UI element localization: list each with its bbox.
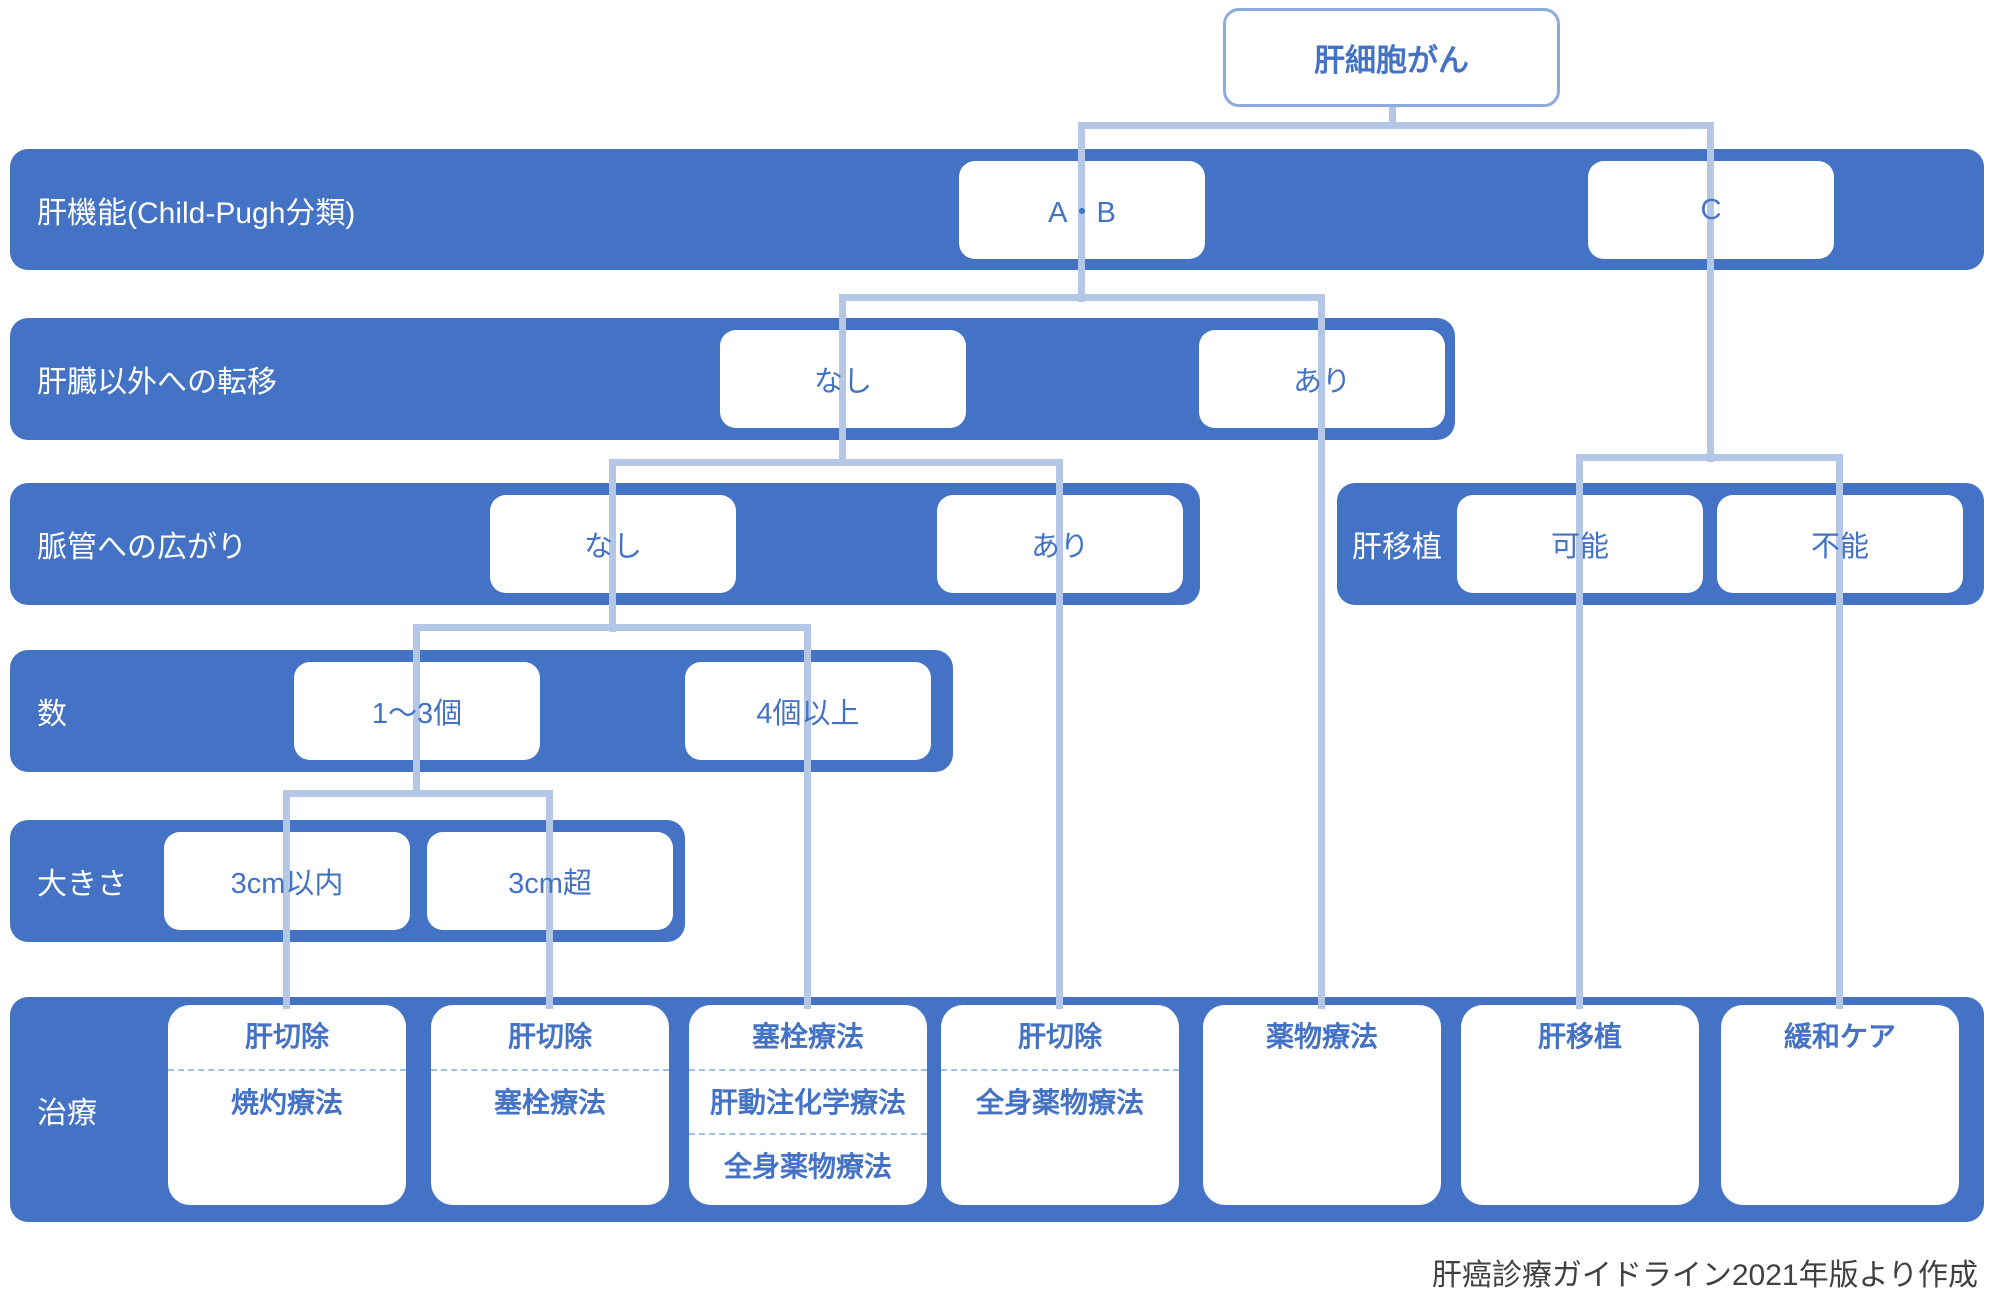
- treatment-box-resection-ablation: 肝切除 焼灼療法: [168, 1005, 406, 1205]
- band-label-liver-function: 肝機能(Child-Pugh分類): [37, 196, 356, 230]
- connector-vascular-present-to-treatment: [1056, 459, 1063, 1009]
- option-count-4plus: 4個以上: [685, 662, 931, 760]
- option-count-1-3: 1〜3個: [294, 662, 540, 760]
- treatment-option: 焼灼療法: [168, 1069, 406, 1133]
- treatment-box-resection-systemic: 肝切除 全身薬物療法: [941, 1005, 1179, 1205]
- connector-metastasis-none-branch: [609, 459, 1063, 466]
- connector-to-vascular-none: [609, 459, 616, 632]
- connector-to-count-1-3: [413, 624, 420, 797]
- treatment-option: 肝切除: [507, 1021, 592, 1052]
- connector-transplant-not-possible-to-treatment: [1836, 454, 1843, 1009]
- option-label: 1〜3個: [371, 698, 463, 730]
- root-label: 肝細胞がん: [1314, 43, 1469, 78]
- option-transplant-possible: 可能: [1457, 495, 1703, 593]
- treatment-box-liver-transplant: 肝移植: [1461, 1005, 1699, 1205]
- connector-size-over-to-treatment: [546, 790, 553, 1009]
- treatment-option: 肝動注化学療法: [689, 1069, 927, 1133]
- treatment-option: 全身薬物療法: [941, 1069, 1179, 1133]
- option-transplant-not-possible: 不能: [1717, 495, 1963, 593]
- band-label-tumor-count: 数: [37, 698, 67, 731]
- option-label: なし: [813, 366, 872, 398]
- band-label-tumor-size: 大きさ: [37, 868, 127, 901]
- connector-root-branch: [1078, 122, 1714, 129]
- connector-transplant-possible-to-treatment: [1576, 454, 1583, 1009]
- treatment-box-embolization-haic-systemic: 塞栓療法 肝動注化学療法 全身薬物療法: [689, 1005, 927, 1205]
- treatment-option: 肝切除: [1017, 1021, 1102, 1052]
- connector-metastasis-present-to-drug-therapy: [1318, 294, 1325, 1009]
- option-label: 3cm以内: [230, 868, 344, 900]
- option-label: 4個以上: [756, 698, 860, 730]
- treatment-option: 塞栓療法: [431, 1069, 669, 1133]
- option-label: 3cm超: [508, 868, 592, 900]
- band-label-liver-transplant: 肝移植: [1352, 531, 1442, 564]
- option-label: 可能: [1550, 531, 1609, 563]
- treatment-box-palliative-care: 緩和ケア: [1721, 1005, 1959, 1205]
- band-label-metastasis: 肝臓以外への転移: [37, 366, 277, 399]
- option-label: 不能: [1810, 531, 1869, 563]
- connector-to-child-pugh-ab: [1078, 122, 1085, 302]
- connector-count-4plus-to-treatment: [804, 624, 811, 1009]
- connector-root-stem: [1389, 105, 1396, 129]
- option-size-within-3cm: 3cm以内: [164, 832, 410, 930]
- option-metastasis-none: なし: [720, 330, 966, 428]
- option-vascular-none: なし: [490, 495, 736, 593]
- option-label: あり: [1030, 531, 1089, 563]
- option-metastasis-present: あり: [1199, 330, 1445, 428]
- band-label-treatment: 治療: [37, 1096, 97, 1130]
- connector-size-within-to-treatment: [283, 790, 290, 1009]
- treatment-option: 肝移植: [1537, 1021, 1622, 1052]
- option-child-pugh-c: C: [1588, 161, 1834, 259]
- connector-to-child-pugh-c: [1707, 122, 1714, 462]
- treatment-box-drug-therapy: 薬物療法: [1203, 1005, 1441, 1205]
- connector-vascular-none-branch: [413, 624, 811, 631]
- connector-ab-branch: [839, 294, 1325, 301]
- connector-c-branch: [1576, 454, 1843, 461]
- band-label-vascular-spread: 脈管への広がり: [37, 531, 247, 564]
- treatment-option: 薬物療法: [1265, 1021, 1378, 1052]
- option-label: なし: [583, 531, 642, 563]
- option-label: C: [1700, 193, 1722, 226]
- option-vascular-present: あり: [937, 495, 1183, 593]
- root-node-hepatocellular-carcinoma: 肝細胞がん: [1223, 8, 1560, 107]
- option-label: A・B: [1048, 197, 1116, 229]
- treatment-option: 肝切除: [244, 1021, 329, 1052]
- option-size-over-3cm: 3cm超: [427, 832, 673, 930]
- treatment-option: 塞栓療法: [751, 1021, 864, 1052]
- option-label: あり: [1292, 366, 1351, 398]
- treatment-box-resection-embolization: 肝切除 塞栓療法: [431, 1005, 669, 1205]
- connector-count-1-3-branch: [283, 790, 553, 797]
- treatment-option: 緩和ケア: [1783, 1021, 1896, 1052]
- source-caption: 肝癌診療ガイドライン2021年版より作成: [1431, 1259, 1978, 1292]
- connector-to-metastasis-none: [839, 294, 846, 466]
- option-child-pugh-ab: A・B: [959, 161, 1205, 259]
- treatment-option: 全身薬物療法: [689, 1133, 927, 1197]
